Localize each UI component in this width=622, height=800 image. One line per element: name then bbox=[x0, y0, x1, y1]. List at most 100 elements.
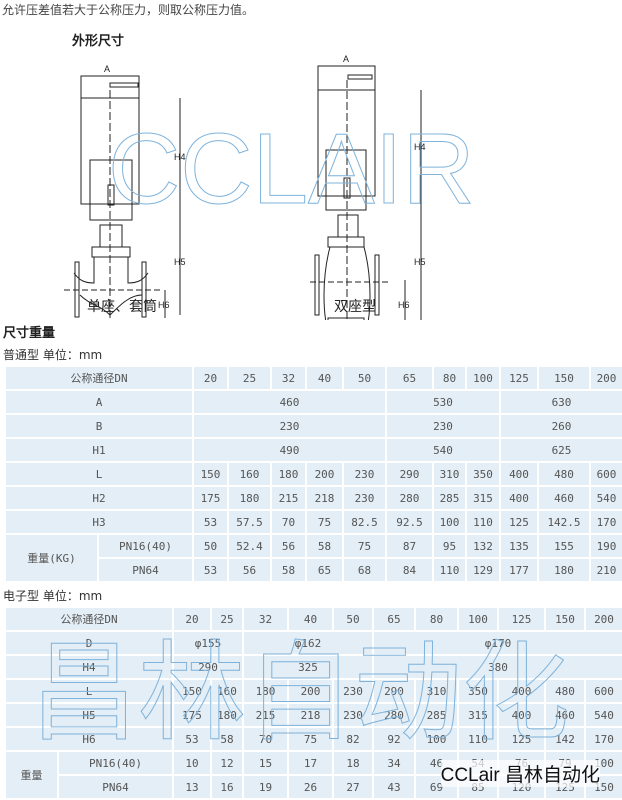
cell: 290 bbox=[374, 680, 414, 702]
cell: 75 bbox=[344, 535, 385, 557]
cell: 155 bbox=[539, 535, 589, 557]
cell: 280 bbox=[387, 487, 432, 509]
cell: 135 bbox=[501, 535, 537, 557]
cell: 17 bbox=[289, 752, 332, 774]
cell: 540 bbox=[591, 487, 622, 509]
cell: 200 bbox=[307, 463, 342, 485]
cell: 325 bbox=[244, 656, 372, 678]
cell: 315 bbox=[467, 487, 499, 509]
cell: 75 bbox=[289, 728, 332, 750]
header-cell: 32 bbox=[244, 608, 287, 630]
row-label: H6 bbox=[6, 728, 172, 750]
cell: 350 bbox=[467, 463, 499, 485]
cell: 540 bbox=[586, 704, 622, 726]
row-label: PN16(40) bbox=[59, 752, 172, 774]
header-cell: 公称通径DN bbox=[6, 608, 172, 630]
cell: 280 bbox=[374, 704, 414, 726]
cell: 170 bbox=[586, 728, 622, 750]
cell: 530 bbox=[387, 391, 499, 413]
row-label: B bbox=[6, 415, 192, 437]
cell: 160 bbox=[212, 680, 242, 702]
row-label: H1 bbox=[6, 439, 192, 461]
cell: 92.5 bbox=[387, 511, 432, 533]
cell: 92 bbox=[374, 728, 414, 750]
header-cell: 50 bbox=[344, 367, 385, 389]
cell: 16 bbox=[212, 776, 242, 798]
cell: 82 bbox=[334, 728, 372, 750]
cell: 175 bbox=[194, 487, 227, 509]
cell: 180 bbox=[539, 559, 589, 581]
cell: 129 bbox=[467, 559, 499, 581]
cell: 82.5 bbox=[344, 511, 385, 533]
cell: 177 bbox=[501, 559, 537, 581]
cell: 18 bbox=[334, 752, 372, 774]
header-cell: 公称通径DN bbox=[6, 367, 192, 389]
cell: 65 bbox=[307, 559, 342, 581]
cell: 100 bbox=[434, 511, 465, 533]
cell: 87 bbox=[387, 535, 432, 557]
cell: 400 bbox=[501, 463, 537, 485]
header-cell: 32 bbox=[272, 367, 305, 389]
cell: 110 bbox=[467, 511, 499, 533]
header-cell: 200 bbox=[586, 608, 622, 630]
cell: 58 bbox=[307, 535, 342, 557]
cell: 160 bbox=[229, 463, 270, 485]
cell: 53 bbox=[194, 511, 227, 533]
header-cell: 25 bbox=[229, 367, 270, 389]
double-seat-drawing: A H4 H5 H6 L bbox=[310, 54, 426, 320]
cell: φ170 bbox=[374, 632, 622, 654]
cell: 175 bbox=[174, 704, 210, 726]
header-cell: 100 bbox=[467, 367, 499, 389]
row-label: H5 bbox=[6, 704, 172, 726]
header-cell: 125 bbox=[499, 608, 544, 630]
cell: 210 bbox=[591, 559, 622, 581]
cell: 380 bbox=[374, 656, 622, 678]
cell: 540 bbox=[387, 439, 499, 461]
cell: 56 bbox=[272, 535, 305, 557]
svg-text:H6: H6 bbox=[398, 300, 410, 310]
cell: 400 bbox=[499, 680, 544, 702]
cell: 400 bbox=[499, 704, 544, 726]
cell: 460 bbox=[539, 487, 589, 509]
cell: 12 bbox=[212, 752, 242, 774]
svg-text:H5: H5 bbox=[174, 257, 186, 267]
svg-text:H5: H5 bbox=[414, 257, 426, 267]
cell: 230 bbox=[334, 680, 372, 702]
row-label: PN64 bbox=[59, 776, 172, 798]
cell: 56 bbox=[229, 559, 270, 581]
svg-text:H4: H4 bbox=[414, 142, 426, 152]
cell: 310 bbox=[416, 680, 457, 702]
cell: φ162 bbox=[244, 632, 372, 654]
header-cell: 80 bbox=[434, 367, 465, 389]
cell: 15 bbox=[244, 752, 287, 774]
row-label: A bbox=[6, 391, 192, 413]
header-cell: 65 bbox=[374, 608, 414, 630]
cell: 460 bbox=[194, 391, 385, 413]
cell: 27 bbox=[334, 776, 372, 798]
cell: 310 bbox=[434, 463, 465, 485]
cell: 52.4 bbox=[229, 535, 270, 557]
cell: 58 bbox=[212, 728, 242, 750]
cell: 230 bbox=[344, 463, 385, 485]
cell: 180 bbox=[244, 680, 287, 702]
row-label: L bbox=[6, 463, 192, 485]
cell: 215 bbox=[272, 487, 305, 509]
cell: 10 bbox=[174, 752, 210, 774]
cell: 50 bbox=[194, 535, 227, 557]
cell: 125 bbox=[501, 511, 537, 533]
row-label: PN64 bbox=[99, 559, 192, 581]
header-cell: 50 bbox=[334, 608, 372, 630]
cell: 19 bbox=[244, 776, 287, 798]
cell: 180 bbox=[272, 463, 305, 485]
header-cell: 65 bbox=[387, 367, 432, 389]
